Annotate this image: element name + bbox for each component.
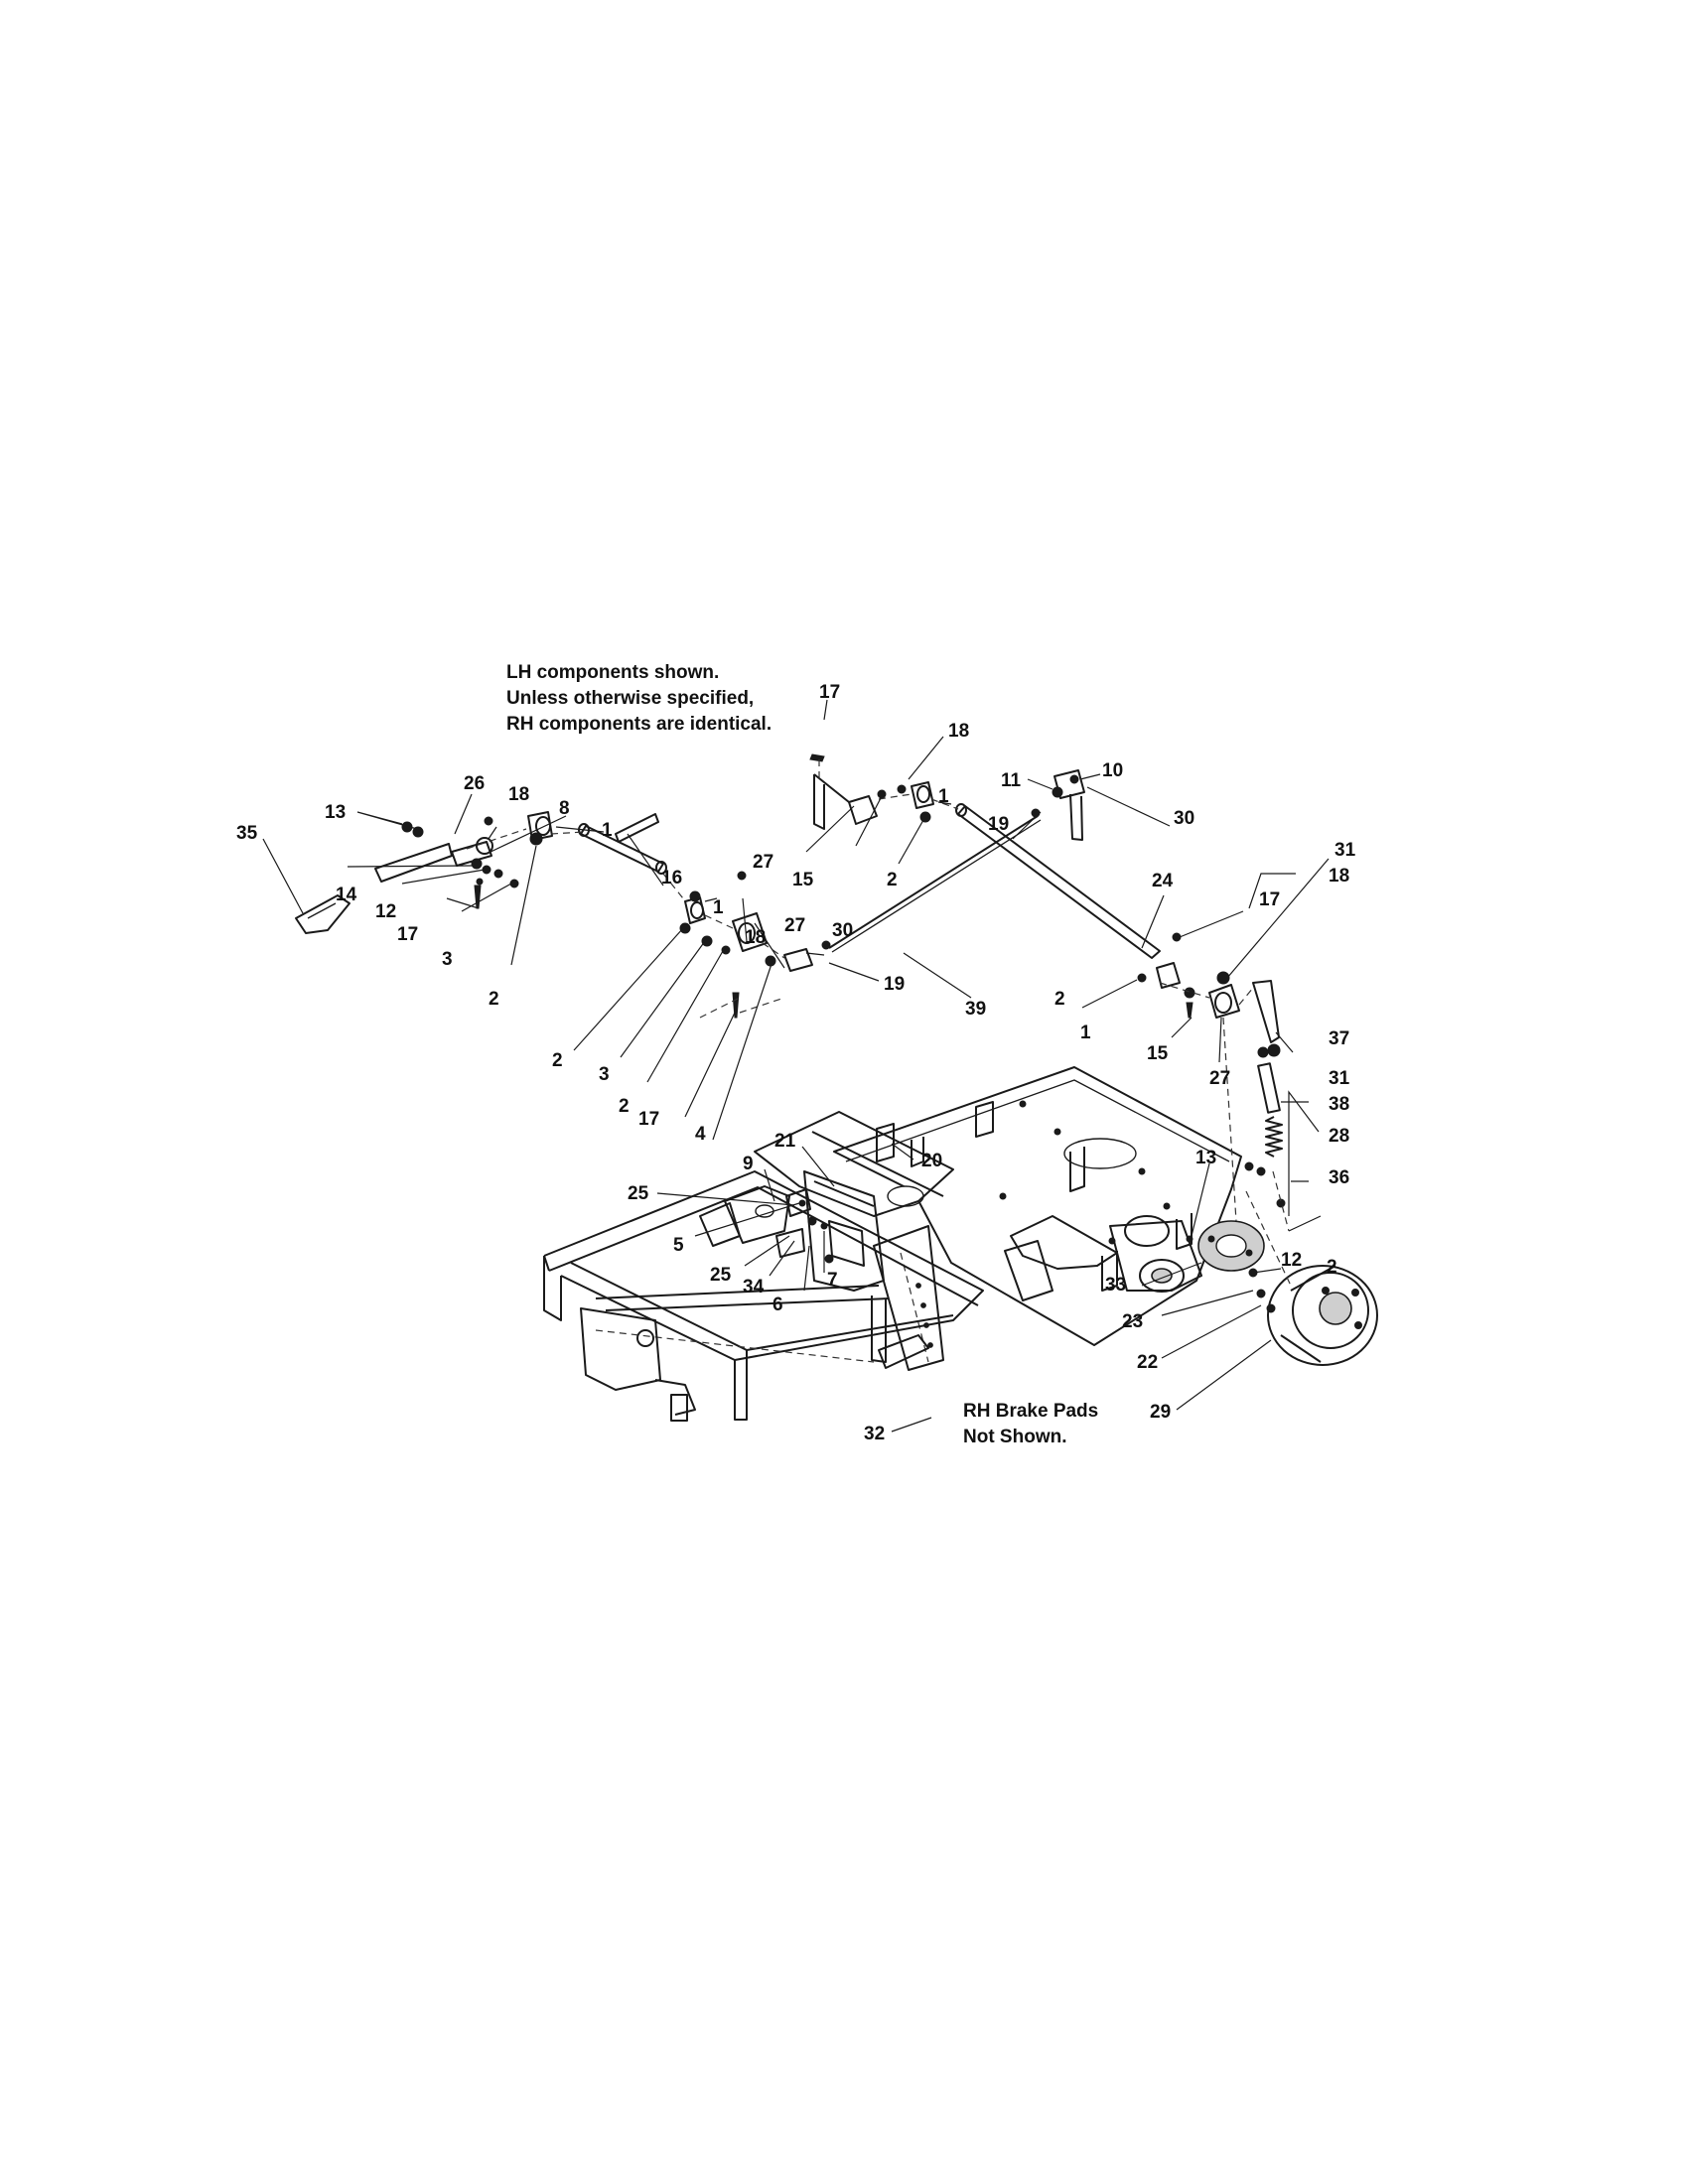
- callout-label: 17: [1259, 889, 1280, 910]
- callout-label: 27: [1209, 1068, 1230, 1089]
- callout-label: 31: [1334, 840, 1356, 861]
- callout-label: 33: [1105, 1275, 1126, 1296]
- callout-label: 1: [602, 820, 613, 841]
- callout-label: 2: [1327, 1257, 1337, 1278]
- callout-label: 25: [628, 1183, 649, 1204]
- callout-label: 27: [784, 915, 805, 936]
- lh-components-note: LH components shown. Unless otherwise sp…: [506, 662, 772, 735]
- callout-label: 19: [884, 974, 905, 995]
- callout-label: 35: [236, 823, 258, 844]
- callout-label: 17: [397, 924, 418, 945]
- callout-label: 10: [1102, 760, 1123, 781]
- callout-label: 1: [713, 897, 724, 918]
- callout-label: 8: [559, 798, 570, 819]
- callout-label: 3: [442, 949, 453, 970]
- callout-label: 18: [745, 927, 766, 948]
- callout-label: 31: [1329, 1068, 1350, 1089]
- callout-label: 2: [619, 1096, 630, 1117]
- callout-label: 2: [887, 870, 898, 890]
- callout-label: 11: [1001, 770, 1022, 791]
- callout-label: 6: [772, 1295, 783, 1315]
- callout-label: 13: [1195, 1148, 1216, 1168]
- callout-label: 17: [819, 682, 840, 703]
- rh-note-line-2: Not Shown.: [963, 1427, 1066, 1447]
- callout-label: 12: [375, 901, 396, 922]
- callout-label: 13: [325, 802, 346, 823]
- rh-note-line-1: RH Brake Pads: [963, 1401, 1098, 1422]
- callout-label: 22: [1137, 1352, 1158, 1373]
- callout-label: 18: [508, 784, 529, 805]
- lh-note-line-2: Unless otherwise specified,: [506, 688, 754, 709]
- callout-label: 32: [864, 1424, 885, 1444]
- callout-label: 29: [1150, 1402, 1171, 1423]
- callout-label: 20: [921, 1151, 942, 1171]
- callout-label: 2: [552, 1050, 563, 1071]
- callout-label: 4: [695, 1124, 706, 1145]
- callout-label: 17: [638, 1109, 659, 1130]
- frame-assembly: [543, 1066, 1242, 1422]
- callout-label: 14: [336, 885, 357, 905]
- callout-label: 12: [1281, 1250, 1302, 1271]
- callout-label: 23: [1122, 1311, 1143, 1332]
- callout-label: 3: [599, 1064, 610, 1085]
- shaft-assemblies: [295, 769, 1378, 1366]
- callout-label: 39: [965, 999, 986, 1020]
- callout-labels: 17 18 26 18 8 13 35 1 16 14 12 17 3 2 27…: [236, 682, 1356, 1444]
- leader-lines: [262, 699, 1330, 1433]
- callout-label: 15: [792, 870, 814, 890]
- callout-label: 30: [832, 920, 853, 941]
- callout-label: 34: [743, 1277, 765, 1297]
- callout-label: 26: [464, 773, 485, 794]
- callout-label: 21: [774, 1131, 796, 1152]
- callout-label: 18: [1329, 866, 1349, 887]
- rh-brake-pads-note: RH Brake Pads Not Shown.: [963, 1401, 1098, 1447]
- brake-pedal-part: [295, 894, 351, 934]
- callout-label: 30: [1174, 808, 1194, 829]
- lh-note-line-3: RH components are identical.: [506, 714, 772, 735]
- callout-label: 37: [1329, 1028, 1349, 1049]
- callout-label: 25: [710, 1265, 732, 1286]
- callout-label: 2: [1054, 989, 1065, 1010]
- callout-label: 1: [938, 786, 949, 807]
- callout-label: 18: [948, 721, 969, 742]
- callout-label: 15: [1147, 1043, 1169, 1064]
- callout-label: 5: [673, 1235, 684, 1256]
- callout-label: 7: [827, 1270, 838, 1291]
- callout-label: 28: [1329, 1126, 1349, 1147]
- callout-label: 19: [988, 814, 1009, 835]
- callout-label: 36: [1329, 1167, 1349, 1188]
- callout-label: 2: [489, 989, 499, 1010]
- hardware-dots: [401, 753, 1286, 1313]
- lh-note-line-1: LH components shown.: [506, 662, 719, 683]
- callout-label: 1: [1080, 1023, 1091, 1043]
- callout-label: 24: [1152, 871, 1174, 891]
- alignment-lines: [466, 759, 1292, 1287]
- callout-label: 9: [743, 1154, 754, 1174]
- callout-label: 16: [661, 868, 682, 888]
- callout-label: 27: [753, 852, 773, 873]
- callout-label: 38: [1329, 1094, 1349, 1115]
